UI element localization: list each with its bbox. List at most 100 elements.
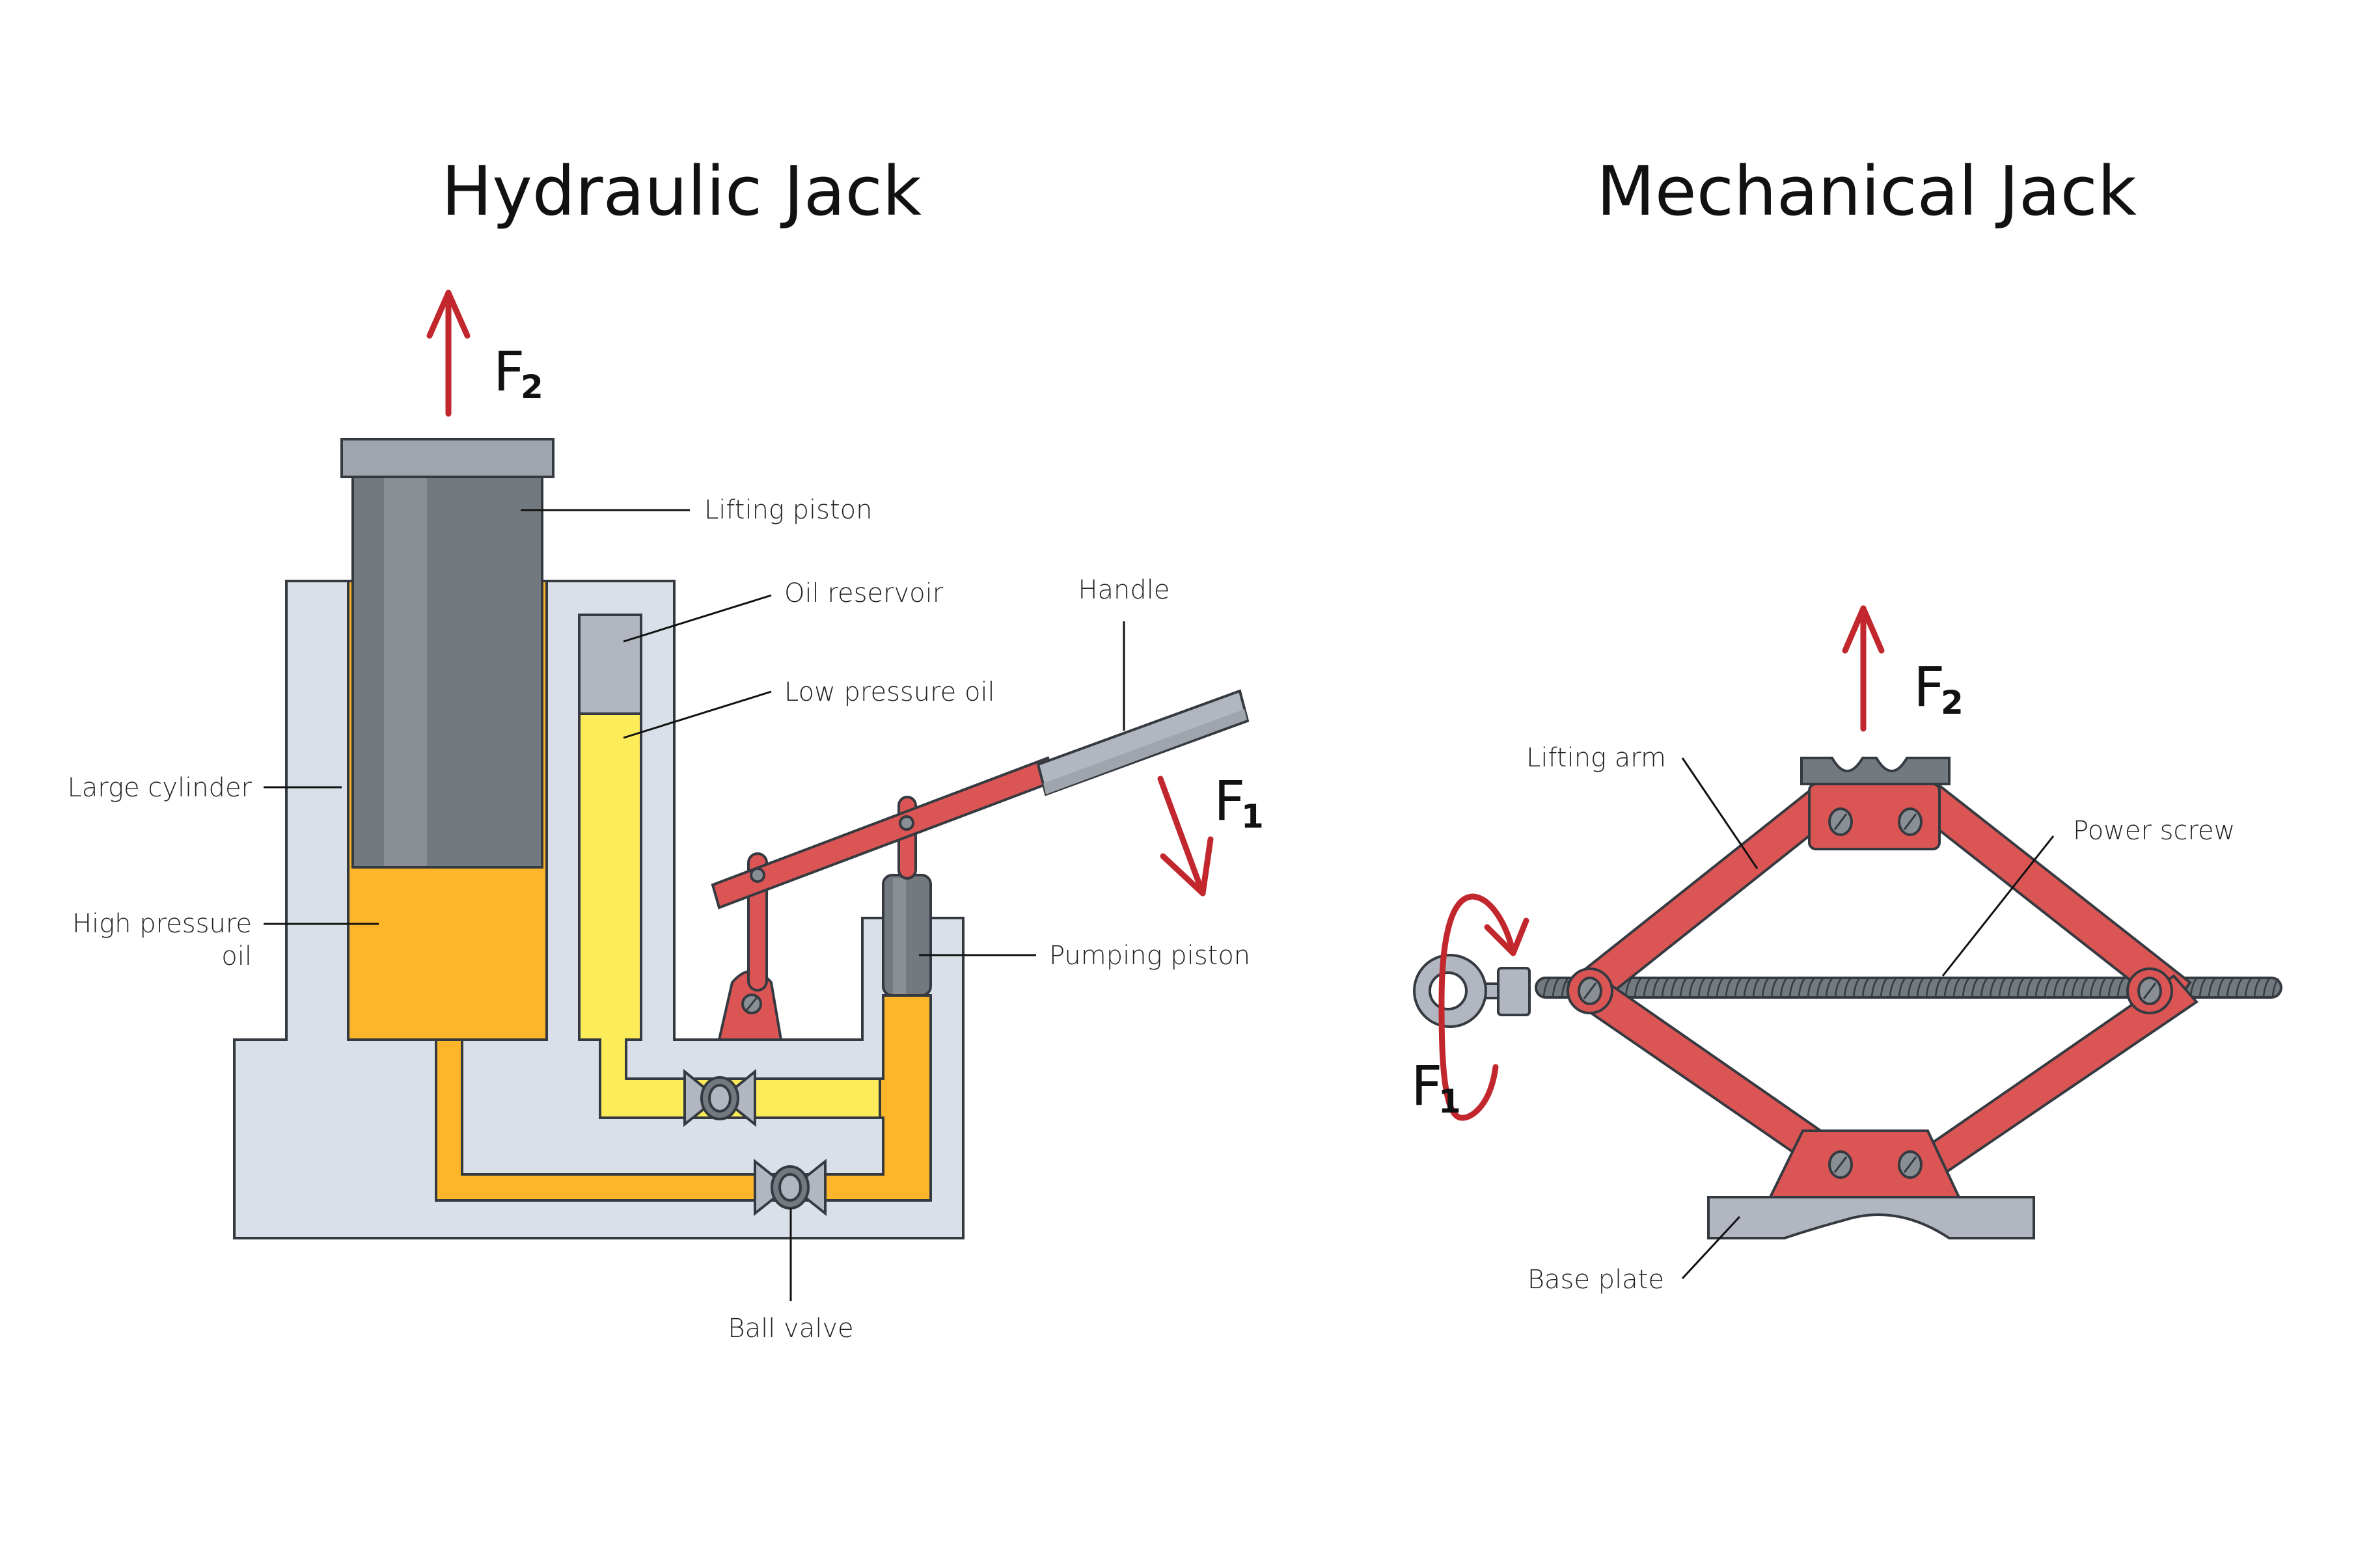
screw-thread	[1725, 978, 1732, 997]
hydraulic-f1-subscript: 1	[1241, 798, 1264, 835]
screw-thread	[1852, 978, 1860, 997]
screw-thread	[2034, 978, 2042, 997]
screw-thread	[1934, 978, 1942, 997]
label-large-cylinder: Large cylinder	[67, 773, 252, 803]
label-high-pressure-oil-line2: oil	[221, 941, 252, 971]
screw-thread	[1706, 978, 1714, 997]
screw-thread	[1734, 978, 1742, 997]
screw-thread	[1688, 978, 1696, 997]
screw-thread	[2244, 978, 2252, 997]
screw-thread	[1898, 978, 1906, 997]
hydraulic-jack: F 2	[67, 290, 1264, 1344]
bottom-bracket	[1768, 1129, 1962, 1198]
lifting-piston-cap	[340, 438, 555, 478]
screw-thread	[1916, 978, 1924, 997]
hydraulic-f1-symbol: F	[1214, 769, 1245, 833]
screw-thread	[1889, 978, 1897, 997]
screw-thread	[1679, 978, 1687, 997]
hydraulic-f2-symbol: F	[493, 340, 525, 403]
screw-thread	[1843, 978, 1851, 997]
lever-mechanism[interactable]	[711, 689, 1250, 1041]
ball-valve-upper[interactable]	[683, 1068, 756, 1128]
screw-thread	[1779, 978, 1787, 997]
screw-thread	[2217, 978, 2225, 997]
lifting-piston	[340, 438, 555, 869]
f1-force-arrow-icon	[1157, 776, 1214, 897]
collar	[1497, 967, 1531, 1016]
label-base-plate: Base plate	[1527, 1265, 1664, 1295]
mechanical-f1-symbol: F	[1411, 1054, 1442, 1118]
screw-thread	[1980, 978, 1988, 997]
screw-thread	[1788, 978, 1796, 997]
high-pressure-oil-channel	[435, 994, 932, 1202]
screw-thread	[1752, 978, 1760, 997]
f2-force-arrow-icon	[426, 290, 471, 417]
screw-thread	[1561, 978, 1568, 997]
mechanical-f2-subscript: 2	[1941, 684, 1964, 722]
oil-reservoir	[578, 614, 642, 715]
top-saddle	[1800, 757, 1951, 785]
screw-thread	[1743, 978, 1751, 997]
label-lifting-arm: Lifting arm	[1526, 743, 1666, 773]
screw-thread	[2016, 978, 2024, 997]
screw-thread	[1825, 978, 1833, 997]
mechanical-jack-title: Mechanical Jack	[1596, 152, 2137, 231]
bolt-slot	[1583, 982, 1597, 999]
screw-thread	[1643, 978, 1650, 997]
pin-icon	[899, 815, 914, 831]
bolt-slot	[2143, 982, 2157, 999]
ball-valve-lower[interactable]	[754, 1158, 827, 1217]
screw-thread	[1943, 978, 1951, 997]
screw-thread	[1716, 978, 1723, 997]
label-lifting-piston: Lifting piston	[704, 495, 873, 525]
screw-thread	[1816, 978, 1824, 997]
screw-thread	[1834, 978, 1842, 997]
bolt-slot	[1833, 1156, 1848, 1173]
mech-f2-force-arrow-icon	[1842, 605, 1885, 732]
screw-thread	[1907, 978, 1915, 997]
label-pumping-piston: Pumping piston	[1049, 941, 1250, 971]
screw-thread	[2080, 978, 2088, 997]
screw-thread	[1971, 978, 1979, 997]
screw-thread	[1861, 978, 1869, 997]
screw-thread	[2271, 978, 2279, 997]
pin-icon	[750, 867, 765, 883]
screw-thread	[2025, 978, 2033, 997]
screw-thread	[2098, 978, 2106, 997]
screw-thread	[1670, 978, 1678, 997]
screw-thread	[2053, 978, 2061, 997]
screw-thread	[1634, 978, 1641, 997]
handle-grip[interactable]	[1036, 689, 1250, 796]
mechanical-f2-symbol: F	[1913, 655, 1945, 719]
screw-thread	[2107, 978, 2115, 997]
lifting-arms	[1567, 766, 2198, 1180]
screw-thread	[1998, 978, 2006, 997]
screw-thread	[1880, 978, 1887, 997]
screw-thread	[1925, 978, 1933, 997]
bolt-slot	[1903, 813, 1917, 830]
screw-thread	[1770, 978, 1778, 997]
bolt-slot	[1833, 813, 1848, 830]
screw-thread	[1952, 978, 1960, 997]
pumping-piston	[882, 874, 932, 997]
screw-thread	[1798, 978, 1805, 997]
screw-thread	[2007, 978, 2015, 997]
power-screw[interactable]	[1535, 977, 2282, 999]
screw-thread	[1870, 978, 1878, 997]
screw-thread	[2044, 978, 2051, 997]
mech-f1-rotation-arrow-icon	[1438, 893, 1529, 1121]
eye-hook[interactable]	[1413, 954, 1531, 1028]
screw-thread	[1552, 978, 1559, 997]
hydraulic-jack-title: Hydraulic Jack	[441, 152, 922, 231]
mechanical-jack: F 2	[1411, 605, 2282, 1295]
mechanical-f1-subscript: 1	[1438, 1083, 1461, 1120]
bolt-slot	[1903, 1156, 1917, 1173]
screw-thread	[1761, 978, 1769, 997]
base-plate	[1707, 1196, 2035, 1239]
screw-thread	[1807, 978, 1814, 997]
screw-thread	[1697, 978, 1705, 997]
label-high-pressure-oil: High pressure	[72, 909, 252, 939]
label-handle: Handle	[1078, 575, 1170, 605]
screw-thread	[1542, 978, 1550, 997]
